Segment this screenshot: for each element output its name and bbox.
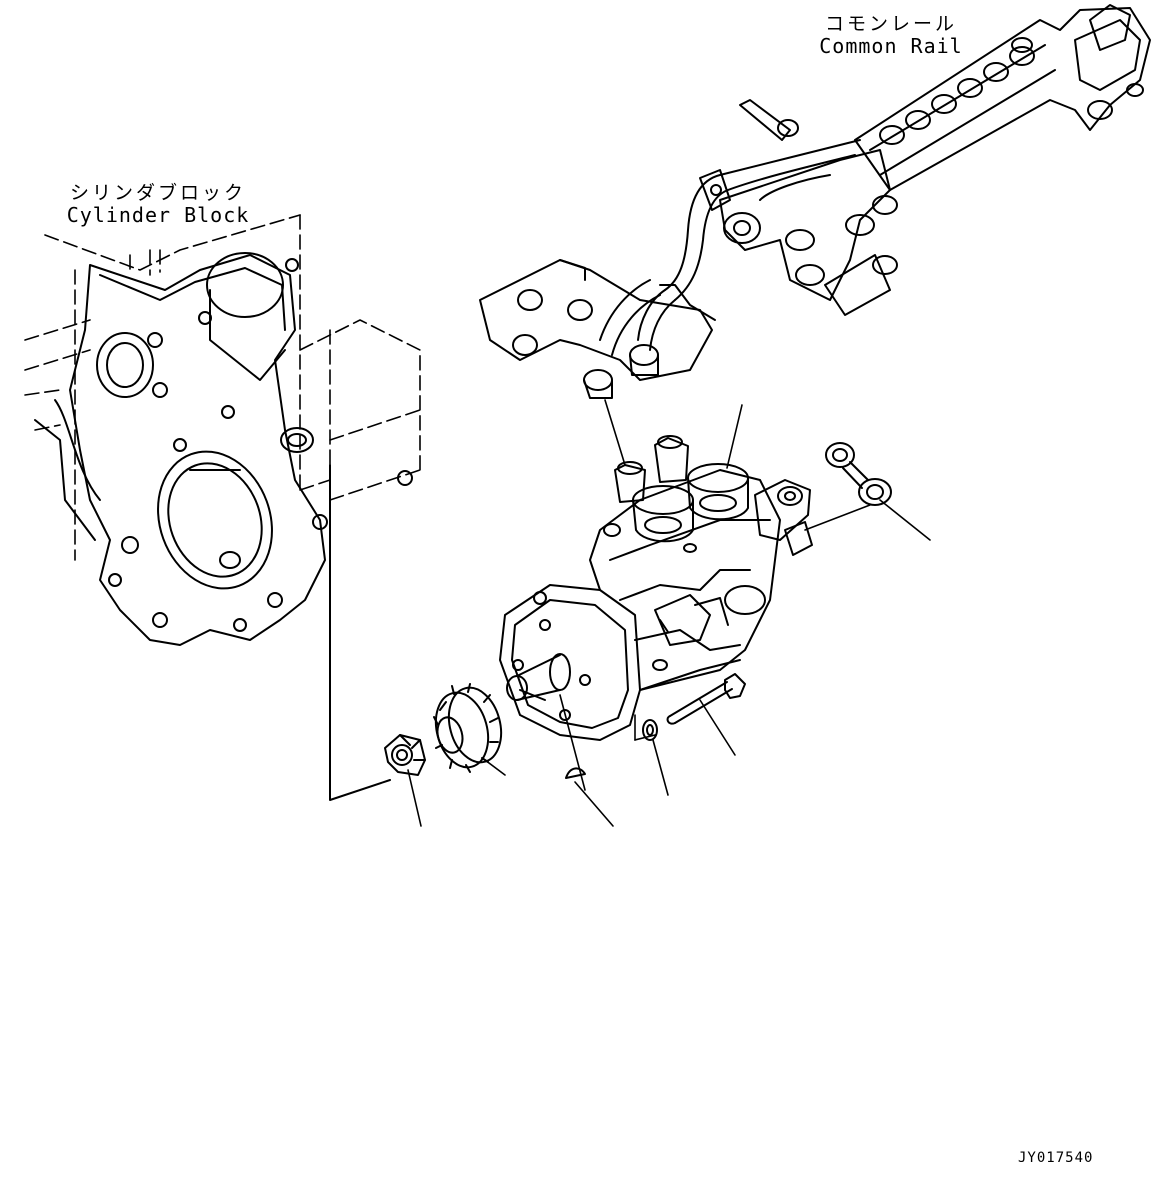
- lock-nut: [385, 735, 425, 775]
- common-rail-label: コモンレール Common Rail: [812, 14, 970, 57]
- cylinder-block-outline: [25, 215, 420, 580]
- eye-joint-bolt: [826, 443, 891, 505]
- fuel-supply-pump: [500, 436, 812, 740]
- leader-lines: [408, 400, 930, 826]
- common-rail-label-en: Common Rail: [819, 33, 963, 58]
- drawing-code: JY017540: [1018, 1150, 1094, 1166]
- timing-gear-case: [35, 253, 412, 800]
- cylinder-block-label-jp: シリンダブロック: [69, 182, 246, 204]
- washer: [643, 720, 657, 740]
- mounting-bolt: [668, 674, 745, 724]
- woodruff-key: [566, 768, 585, 778]
- common-rail-assembly: [480, 5, 1150, 398]
- cylinder-block-label: シリンダブロック Cylinder Block: [58, 183, 258, 226]
- drive-gear: [428, 682, 509, 773]
- common-rail-label-jp: コモンレール: [824, 13, 957, 35]
- cylinder-block-label-en: Cylinder Block: [66, 202, 250, 227]
